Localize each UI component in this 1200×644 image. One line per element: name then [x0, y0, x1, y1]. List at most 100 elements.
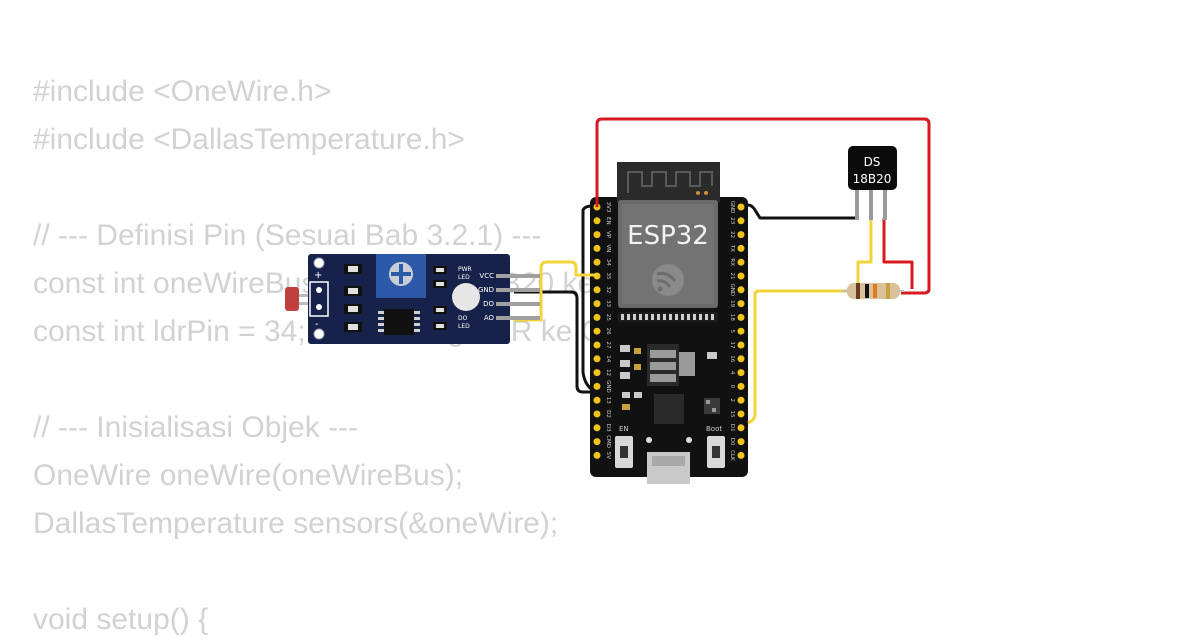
- esp32-pin-label-left: 12: [605, 369, 611, 376]
- esp32-pin-left[interactable]: [593, 355, 601, 363]
- ds18b20-sensor[interactable]: DS 18B20: [848, 146, 897, 220]
- esp32-pin-left[interactable]: [593, 410, 601, 418]
- esp32-pin-label-right: 4: [729, 371, 735, 375]
- esp32-pin-label-left: 32: [605, 286, 611, 293]
- esp32-pin-label-left: 26: [605, 328, 611, 335]
- esp32-pin-label-right: 17: [729, 342, 735, 349]
- esp32-pin-right[interactable]: [737, 217, 745, 225]
- esp32-pin-label-left: 33: [605, 300, 611, 307]
- esp32-pin-left[interactable]: [593, 244, 601, 252]
- wire-black-gnd[interactable]: [747, 203, 857, 220]
- pullup-resistor[interactable]: [842, 283, 904, 299]
- code-line: #include <DallasTemperature.h>: [33, 123, 465, 156]
- do-led-label-2: LED: [458, 323, 470, 330]
- esp32-pin-right[interactable]: [737, 327, 745, 335]
- esp32-pin-label-left: D3: [605, 424, 611, 432]
- esp32-pin-left[interactable]: [593, 369, 601, 377]
- esp32-pin-label-left: GND: [605, 380, 611, 393]
- esp32-pin-right[interactable]: [737, 355, 745, 363]
- esp32-pin-right[interactable]: [737, 341, 745, 349]
- ds18b20-leg-dq: [869, 184, 873, 220]
- esp32-pin-right[interactable]: [737, 286, 745, 294]
- esp32-pin-left[interactable]: [593, 396, 601, 404]
- esp32-pin-right[interactable]: [737, 244, 745, 252]
- espressif-logo: [652, 264, 684, 296]
- esp32-pin-label-left: 34: [605, 259, 611, 266]
- esp32-pin-left[interactable]: [593, 258, 601, 266]
- esp32-pin-label-left: 27: [605, 342, 611, 349]
- esp32-board[interactable]: ESP32: [590, 162, 748, 484]
- esp32-pin-left[interactable]: [593, 217, 601, 225]
- wire-yellow-data[interactable]: [856, 218, 873, 291]
- esp32-pin-right[interactable]: [737, 231, 745, 239]
- esp32-pin-label-right: GND: [729, 283, 735, 296]
- wire-red-3v3-vdd[interactable]: [595, 117, 931, 295]
- esp32-pin-label-left: 13: [605, 397, 611, 404]
- ldr-plus-label: +: [314, 270, 322, 281]
- ds18b20-body: [848, 146, 897, 190]
- esp32-pin-label-left: VP: [605, 231, 611, 239]
- esp32-pin-left[interactable]: [593, 300, 601, 308]
- esp32-pin-left[interactable]: [593, 313, 601, 321]
- pwr-led-label-2: LED: [458, 274, 470, 281]
- esp32-pin-label-right: 18: [729, 314, 735, 321]
- esp32-pin-left[interactable]: [593, 327, 601, 335]
- boot-label: Boot: [706, 425, 722, 433]
- esp32-pin-left[interactable]: [593, 438, 601, 446]
- wire-black-gnd-left[interactable]: [581, 204, 598, 394]
- esp32-pin-label-left: CMD: [605, 435, 611, 448]
- esp32-pin-left[interactable]: [593, 451, 601, 459]
- usb-uart-chip: [654, 394, 684, 424]
- esp32-pin-left[interactable]: [593, 341, 601, 349]
- esp32-pin-label-right: CLK: [729, 450, 735, 461]
- esp32-pin-label-right: 16: [729, 355, 735, 362]
- esp32-pin-left[interactable]: [593, 382, 601, 390]
- wire-black-ldr-gnd[interactable]: [514, 290, 597, 394]
- esp32-pin-label-left: VN: [605, 244, 611, 252]
- esp32-pin-label-right: RX: [729, 258, 735, 266]
- esp32-pin-left[interactable]: [593, 231, 601, 239]
- esp32-pin-label-right: 23: [729, 217, 735, 224]
- code-line: #include <OneWire.h>: [33, 75, 332, 108]
- esp32-pin-right[interactable]: [737, 300, 745, 308]
- wire-yellow-gpio15[interactable]: [747, 289, 847, 425]
- wires: [514, 117, 931, 425]
- status-led: [452, 283, 480, 311]
- esp32-pin-left[interactable]: [593, 424, 601, 432]
- esp32-pin-left[interactable]: [593, 286, 601, 294]
- esp32-pin-right[interactable]: [737, 369, 745, 377]
- esp32-pin-label-right: 19: [729, 300, 735, 307]
- ldr-pin-label: VCC: [479, 272, 494, 280]
- esp32-pin-label-left: D2: [605, 410, 611, 418]
- code-background: #include <OneWire.h> #include <DallasTemp…: [33, 68, 719, 644]
- esp32-antenna-trace: [627, 171, 713, 193]
- code-line: // --- Inisialisasi Objek ---: [33, 411, 359, 444]
- comparator-ic: [384, 309, 414, 335]
- ldr-minus-label: -: [315, 319, 319, 330]
- esp32-pin-label-left: EN: [605, 217, 611, 225]
- ds18b20-label-line2: 18B20: [853, 172, 892, 186]
- esp32-pin-right[interactable]: [737, 451, 745, 459]
- esp32-pin-right[interactable]: [737, 410, 745, 418]
- esp32-pin-right[interactable]: [737, 272, 745, 280]
- esp32-pin-right[interactable]: [737, 203, 745, 211]
- ds18b20-label-line1: DS: [864, 155, 881, 169]
- esp32-pin-label-right: 2: [729, 398, 735, 402]
- esp32-pin-label-left: 5V: [605, 452, 611, 459]
- esp32-pin-label-left: 14: [605, 355, 611, 362]
- esp32-pin-right[interactable]: [737, 424, 745, 432]
- en-label: EN: [619, 425, 629, 433]
- pwr-led-label-1: PWR: [458, 266, 472, 273]
- ldr-header-pins: [496, 274, 540, 320]
- esp32-pin-label-right: 22: [729, 231, 735, 238]
- ds18b20-leg-gnd: [855, 184, 859, 220]
- esp32-pin-right[interactable]: [737, 258, 745, 266]
- esp32-pin-right[interactable]: [737, 313, 745, 321]
- esp32-pin-right[interactable]: [737, 382, 745, 390]
- code-line: // --- Definisi Pin (Sesuai Bab 3.2.1) -…: [33, 219, 542, 252]
- esp32-pin-right[interactable]: [737, 396, 745, 404]
- wire-red-ds-vdd[interactable]: [882, 218, 914, 289]
- wire-yellow-ldr-ao[interactable]: [514, 260, 597, 322]
- esp32-pin-right[interactable]: [737, 438, 745, 446]
